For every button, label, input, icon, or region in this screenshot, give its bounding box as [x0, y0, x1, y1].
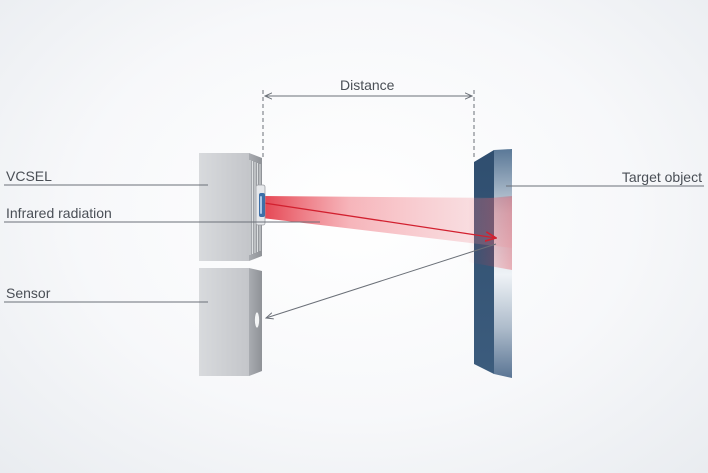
- vcsel-device: [199, 153, 266, 261]
- reflected-ray: [266, 243, 497, 318]
- vcsel-body: [199, 153, 249, 261]
- distance-dimension: [262, 90, 475, 158]
- leader-lines: [4, 184, 704, 303]
- infrared-radiation-label: Infrared radiation: [6, 205, 112, 221]
- sensor-aperture: [254, 311, 260, 329]
- vcsel-emitter-highlight: [260, 196, 262, 214]
- sensor-body: [199, 268, 249, 376]
- sensor-label: Sensor: [6, 285, 51, 301]
- vcsel-label: VCSEL: [6, 168, 52, 184]
- sensor-device: [199, 268, 262, 376]
- target-object: [468, 149, 512, 378]
- vcsel-layer-lines: [249, 160, 261, 255]
- distance-label: Distance: [340, 77, 395, 93]
- target-object-label: Target object: [621, 169, 702, 185]
- infrared-beam: [262, 196, 512, 248]
- infrared-beam-ray: [263, 202, 496, 238]
